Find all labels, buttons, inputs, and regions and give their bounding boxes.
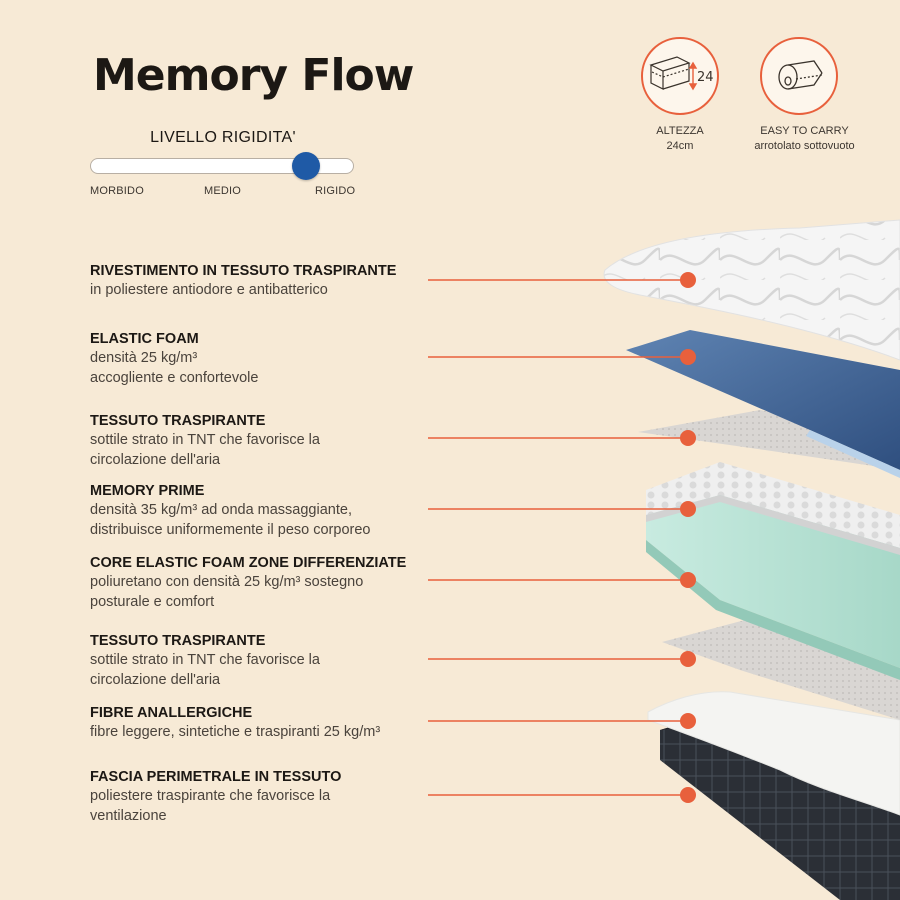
layer-elastic-foam (626, 330, 900, 478)
layer-title: RIVESTIMENTO IN TESSUTO TRASPIRANTE (90, 263, 397, 279)
layer-fabric-lower (662, 620, 900, 720)
layer-desc: in poliestere antiodore e antibatterico (90, 282, 328, 298)
rigidity-label: LIVELLO RIGIDITA' (150, 129, 296, 146)
layer-desc: densità 25 kg/m³ accogliente e confortev… (90, 350, 259, 386)
height-badge: 24 (641, 37, 719, 115)
rigidity-slider-thumb[interactable] (292, 152, 321, 180)
scale-label-medium: MEDIO (204, 185, 242, 197)
mattress-height-icon: 24 (649, 56, 714, 91)
layer-text-fibres: FIBRE ANALLERGICHE fibre leggere, sintet… (90, 704, 380, 743)
height-caption-title: ALTEZZA (656, 125, 704, 137)
layer-desc: sottile strato in TNT che favorisce la c… (90, 652, 320, 688)
height-caption: ALTEZZA 24cm (630, 124, 730, 154)
layer-desc: sottile strato in TNT che favorisce la c… (90, 432, 320, 468)
rigidity-slider-track[interactable] (90, 158, 354, 174)
height-value: 24 (697, 70, 714, 85)
layer-text-perimeter: FASCIA PERIMETRALE IN TESSUTO poliestere… (90, 768, 341, 826)
rolled-mattress-icon (778, 60, 823, 90)
layer-text-memory-prime: MEMORY PRIME densità 35 kg/m³ ad onda ma… (90, 482, 370, 540)
layer-fabric-upper (638, 410, 900, 470)
easy-carry-caption: EASY TO CARRY arrotolato sottovuoto (737, 124, 872, 154)
layer-cover (603, 219, 900, 361)
layer-title: ELASTIC FOAM (90, 331, 199, 347)
layer-text-cover: RIVESTIMENTO IN TESSUTO TRASPIRANTE in p… (90, 262, 396, 301)
layer-title: FASCIA PERIMETRALE IN TESSUTO (90, 769, 342, 785)
layer-title: TESSUTO TRASPIRANTE (90, 413, 266, 429)
layer-perimeter-fabric (660, 712, 900, 900)
easy-carry-badge (760, 37, 838, 115)
layer-text-fabric-lower: TESSUTO TRASPIRANTE sottile strato in TN… (90, 632, 320, 690)
callouts (428, 272, 696, 803)
layer-memory-prime (646, 462, 900, 555)
height-caption-value: 24cm (666, 140, 694, 152)
layer-text-elastic-foam: ELASTIC FOAM densità 25 kg/m³ accoglient… (90, 330, 258, 388)
layer-desc: poliuretano con densità 25 kg/m³ sostegn… (90, 574, 364, 610)
easy-carry-caption-sub: arrotolato sottovuoto (754, 140, 855, 152)
easy-carry-caption-title: EASY TO CARRY (760, 125, 849, 137)
layer-title: MEMORY PRIME (90, 483, 205, 499)
layer-desc: poliestere traspirante che favorisce la … (90, 788, 331, 824)
scale-label-soft: MORBIDO (90, 185, 144, 197)
layer-text-fabric-upper: TESSUTO TRASPIRANTE sottile strato in TN… (90, 412, 320, 470)
layer-desc: densità 35 kg/m³ ad onda massaggiante, d… (90, 502, 371, 538)
product-title: Memory Flow (93, 50, 414, 101)
layer-title: CORE ELASTIC FOAM ZONE DIFFERENZIATE (90, 555, 407, 571)
layer-text-core-foam: CORE ELASTIC FOAM ZONE DIFFERENZIATE pol… (90, 554, 406, 612)
layer-desc: fibre leggere, sintetiche e traspiranti … (90, 724, 381, 740)
layer-fibres (647, 691, 900, 816)
layer-title: FIBRE ANALLERGICHE (90, 705, 253, 721)
scale-label-firm: RIGIDO (315, 185, 356, 197)
layer-title: TESSUTO TRASPIRANTE (90, 633, 266, 649)
